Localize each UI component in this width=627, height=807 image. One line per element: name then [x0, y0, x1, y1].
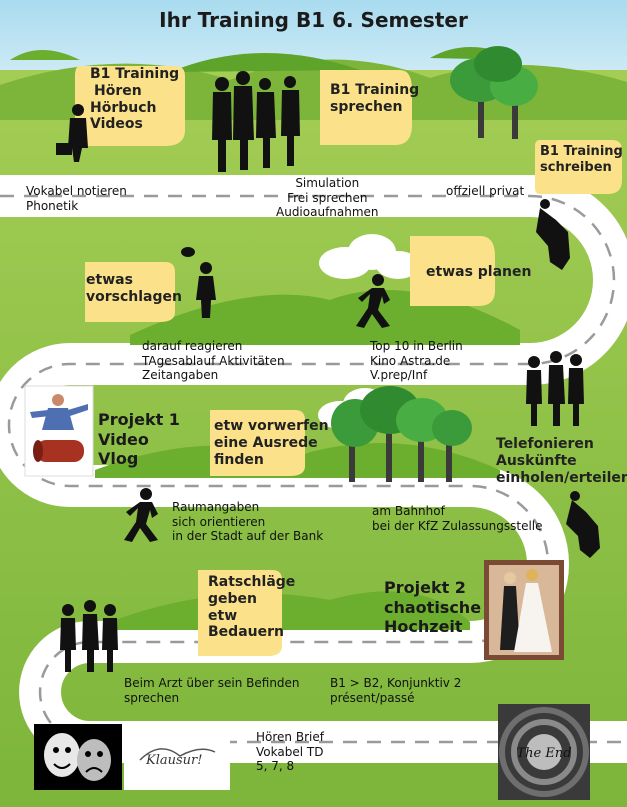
walking-person-silhouette-top — [356, 274, 390, 328]
theater-masks-picture — [34, 724, 122, 790]
klausur-text: Klausur! — [145, 753, 202, 768]
wedding-picture — [484, 560, 564, 660]
bubble-planen — [410, 236, 495, 306]
tree-cluster-lower — [331, 386, 472, 482]
group-silhouette-bottom — [60, 600, 118, 672]
klausur-picture: Klausur! — [124, 724, 230, 790]
dark-hill-top — [170, 52, 360, 72]
bubble-vorwerfen — [210, 410, 305, 476]
bubble-hoeren — [75, 66, 185, 146]
group-silhouette-right — [526, 351, 584, 426]
bubble-sprechen — [320, 70, 412, 145]
bubble-schreiben — [535, 140, 622, 194]
road-label-offiziell: offziell privat — [446, 184, 525, 198]
page-title: Ihr Training B1 6. Semester — [159, 8, 468, 32]
thinking-person-silhouette — [181, 247, 216, 318]
businessman-silhouette — [56, 104, 88, 162]
bubble-ratschlaege — [198, 570, 282, 656]
tree-top-right — [450, 46, 538, 139]
yoga-silhouette-lower — [566, 491, 600, 558]
bubble-planen-text: etwas planen — [426, 264, 532, 280]
hill-top-left — [10, 50, 80, 60]
group-silhouette-top — [212, 71, 300, 172]
projekt1-picture — [24, 385, 94, 477]
walking-person-silhouette-lower — [124, 488, 158, 542]
the-end-picture: The End — [498, 704, 590, 800]
cloud-top — [319, 234, 420, 279]
winding-road — [0, 175, 627, 763]
yoga-silhouette-top — [536, 199, 570, 270]
bubble-vorschlagen — [85, 262, 175, 322]
the-end-text: The End — [516, 746, 571, 761]
